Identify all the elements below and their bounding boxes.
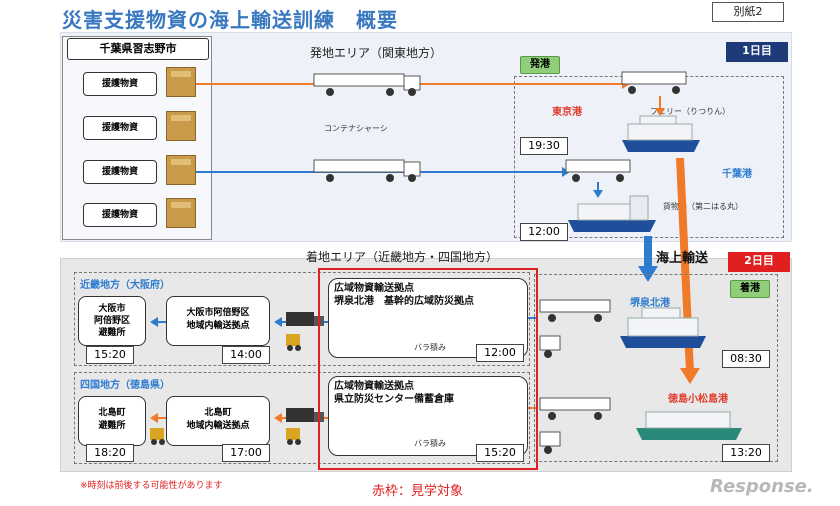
container-trailer-icon [539,397,611,454]
cargo-ship-icon [568,195,656,232]
arrival-area-label: 着地エリア（近畿地方・四国地方） [306,250,499,264]
day-tag-1: 1日目 [726,42,788,62]
observation-frame [318,268,538,470]
container-trailer-icon [621,71,687,94]
container-truck-icon [313,159,421,182]
container-trailer-icon [565,159,631,182]
ferry-ship-icon [620,307,706,348]
container-truck-icon [313,73,421,96]
kinki-local-hub: 大阪市阿倍野区 地域内輸送拠点 [166,296,270,346]
shikoku-shelter: 北島町 避難所 [78,396,146,446]
observation-caption: 赤枠：見学対象 [372,484,464,499]
time-note: ※時刻は前後する可能性があります [80,481,223,491]
arrival-port-tag: 着港 [730,280,770,298]
supply-label: 援護物資 [83,203,157,227]
shikoku-hub-box [328,376,528,456]
shikoku-region-frame [74,372,530,464]
departure-area-label: 発地エリア（関東地方） [310,46,443,60]
kinki-hub-title: 広域物資輸送拠点 [334,283,414,294]
shikoku-local-time: 17:00 [222,444,270,462]
forklift-icon [286,428,301,445]
forklift-icon [286,334,301,351]
shikoku-hub-time: 15:20 [476,444,524,462]
cardboard-box-icon [166,198,196,228]
tokushima-port-label: 徳島小松島港 [668,394,728,405]
shikoku-hub-note: バラ積み [414,439,446,448]
tokushima-time: 13:20 [722,444,770,462]
supply-label: 援護物資 [83,116,157,140]
shikoku-shelter-time: 18:20 [86,444,134,462]
city-label: 千葉県習志野市 [67,38,209,60]
supply-label: 援護物資 [83,160,157,184]
container-label: コンテナシャーシ [324,124,388,133]
cardboard-box-icon [166,111,196,141]
kinki-hub-time: 12:00 [476,344,524,362]
supply-label: 援護物資 [83,72,157,96]
kinki-hub-subtitle: 堺泉北港 基幹的広域防災拠点 [334,296,474,307]
chiba-time: 12:00 [520,223,568,241]
sakai-time: 08:30 [722,350,770,368]
departure-port-tag: 発港 [520,56,560,74]
sakai-port-label: 堺泉北港 [630,298,670,309]
cargo-ship-icon [636,411,742,440]
shikoku-local-hub: 北島町 地域内輸送拠点 [166,396,270,446]
chiba-port-label: 千葉港 [722,169,752,180]
ferry-ship-icon [622,115,700,152]
cardboard-box-icon [166,67,196,97]
brand-watermark: Response. [710,476,814,497]
tokyo-time: 19:30 [520,137,568,155]
page-title: 災害支援物資の海上輸送訓練 概要 [62,8,398,32]
shikoku-hub-title: 広域物資輸送拠点 [334,381,414,392]
kinki-region-frame [74,272,530,366]
kinki-shelter-time: 15:20 [86,346,134,364]
cardboard-box-icon [166,155,196,185]
arrival-port-frame [534,274,778,462]
tokyo-port-label: 東京港 [552,107,582,118]
kinki-shelter: 大阪市 阿倍野区 避難所 [78,296,146,346]
container-trailer-icon [539,299,611,358]
sea-transport-label: 海上輸送 [656,251,709,266]
sheet-tag: 別紙2 [712,2,784,22]
shikoku-hub-subtitle: 県立防災センター備蓄倉庫 [334,394,454,405]
shikoku-region-label: 四国地方（徳島県） [80,380,170,391]
kinki-region-label: 近畿地方（大阪府） [80,280,170,291]
forklift-icon [150,428,165,445]
kinki-hub-note: バラ積み [414,343,446,352]
ferry-label: フェリー（りつりん） [650,107,731,116]
day-tag-2: 2日目 [728,252,790,272]
kinki-local-time: 14:00 [222,346,270,364]
cargo-ship-label: 貨物船（第二はる丸） [663,202,743,211]
